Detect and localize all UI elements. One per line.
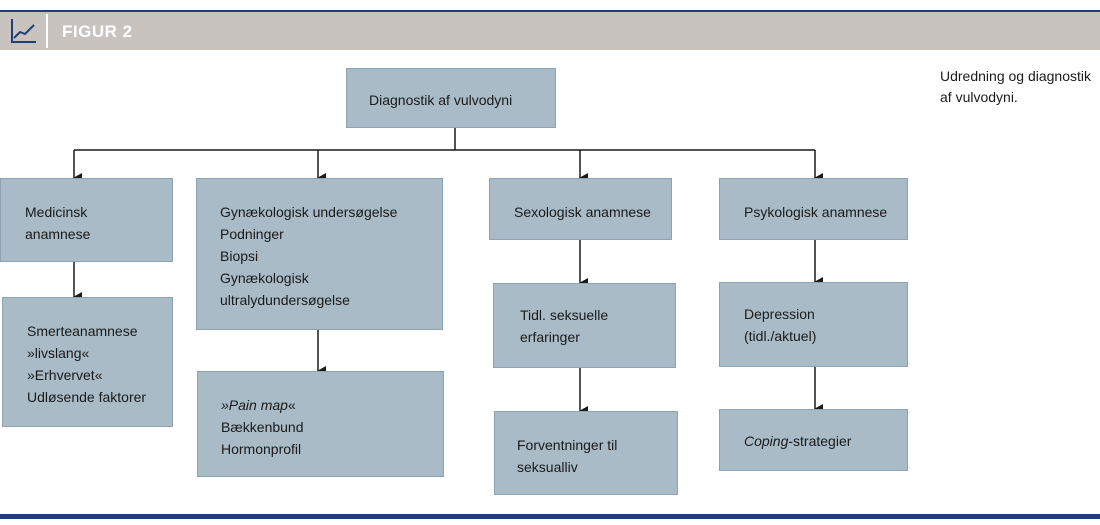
bottom-rule	[0, 514, 1100, 519]
top-rule	[0, 10, 1100, 12]
node-line: Gynækologisk	[220, 270, 309, 286]
coping-rest: -strategier	[788, 433, 852, 449]
root-node-label: Diagnostik af vulvodyni	[369, 92, 513, 108]
psykologisk-child2-node: Coping-strategier	[719, 409, 908, 471]
root-node: Diagnostik af vulvodyni	[346, 68, 556, 128]
figure-caption: Udredning og diagnostik af vulvodyni.	[940, 66, 1100, 108]
medicinsk-detail-node: Smerteanamnese »livslang« »Erhvervet« Ud…	[2, 297, 173, 427]
node-line: Forventninger til	[517, 437, 618, 453]
caption-line: af vulvodyni.	[940, 89, 1018, 105]
node-line: erfaringer	[520, 329, 580, 345]
node-line: »Erhvervet«	[27, 367, 103, 383]
line-chart-icon	[11, 19, 36, 43]
node-line: »Pain map«	[221, 394, 443, 416]
node-line: Sexologisk anamnese	[514, 204, 651, 220]
node-line: Depression	[744, 306, 815, 322]
node-line: Podninger	[220, 226, 284, 242]
sexologisk-child2-node: Forventninger til seksualliv	[494, 411, 678, 495]
node-line: Bækkenbund	[221, 419, 304, 435]
sexologisk-child1-node: Tidl. seksuelle erfaringer	[493, 283, 676, 368]
psykologisk-anamnese-node: Psykologisk anamnese	[719, 178, 908, 240]
gynae-undersoegelse-node: Gynækologisk undersøgelse Podninger Biop…	[196, 178, 443, 330]
node-line: anamnese	[25, 226, 91, 242]
node-line: Psykologisk anamnese	[744, 204, 888, 220]
gynae-detail-node: »Pain map« Bækkenbund Hormonprofil	[197, 371, 444, 477]
node-line: Coping-strategier	[744, 430, 907, 452]
node-line: »livslang«	[27, 345, 90, 361]
pain-map-rest: «	[287, 397, 296, 413]
node-line: ultralydundersøgelse	[220, 292, 350, 308]
sexologisk-anamnese-node: Sexologisk anamnese	[489, 178, 672, 240]
figure-header-band	[0, 12, 1100, 50]
psykologisk-child1-node: Depression (tidl./aktuel)	[719, 282, 908, 367]
caption-line: Udredning og diagnostik	[940, 68, 1091, 84]
node-line: Smerteanamnese	[27, 323, 138, 339]
node-line: Tidl. seksuelle	[520, 307, 609, 323]
node-line: Udløsende faktorer	[27, 389, 147, 405]
node-line: seksualliv	[517, 459, 578, 475]
node-line: Gynækologisk undersøgelse	[220, 204, 398, 220]
node-line: (tidl./aktuel)	[744, 328, 817, 344]
figure-label: FIGUR 2	[62, 22, 133, 41]
header-divider	[46, 14, 48, 48]
node-line: Hormonprofil	[221, 441, 302, 457]
medicinsk-anamnese-node: Medicinsk anamnese	[0, 178, 173, 262]
node-line: Medicinsk	[25, 204, 88, 220]
node-line: Biopsi	[220, 248, 259, 264]
coping-italic: Coping	[744, 433, 789, 449]
pain-map-italic: »Pain map	[221, 397, 288, 413]
